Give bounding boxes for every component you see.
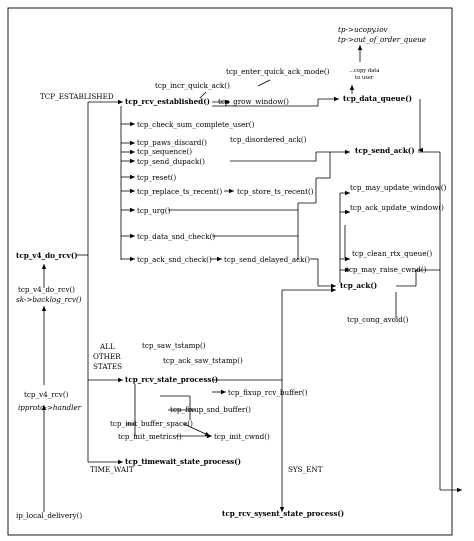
tp-out-of-order-queue: tp->out_of_order_queue (338, 35, 426, 44)
tcp-ack-snd-check: tcp_ack_snd_check() (137, 255, 212, 264)
tcp-established-label: TCP_ESTABLISHED (40, 92, 114, 101)
sk-backlog-rcv: sk->backlog_rcv() (16, 295, 82, 304)
tcp-store-ts-recent: tcp_store_ts_recent() (237, 187, 314, 196)
tcp-check-sum-complete-user: tcp_check_sum_complete_user() (137, 120, 255, 129)
tcp-sequence: tcp_sequence() (137, 147, 192, 156)
tcp-may-raise-cwnd: tcp_may_raise_cwnd() (346, 265, 427, 274)
ipproto-handler: ipproto->handler (18, 403, 82, 412)
tcp-send-delayed-ack: tcp_send_delayed_ack() (224, 255, 310, 264)
tcp-init-cwnd: tcp_init_cwnd() (214, 432, 270, 441)
tcp-data-snd-check: tcp_data_snd_check() (137, 232, 215, 241)
copy-data-note-1: ...copy data (349, 68, 379, 74)
tcp-send-ack: tcp_send_ack() (355, 146, 415, 155)
tcp-timewait-state-process: tcp_timewait_state_process() (125, 457, 241, 466)
tcp-grow-window: tcp_grow_window() (218, 97, 289, 106)
tcp-ack-saw-tstamp: tcp_ack_saw_tstamp() (163, 356, 243, 365)
copy-data-note-2: to user (355, 75, 374, 81)
tcp-ack: tcp_ack() (340, 281, 377, 290)
ip-local-delivery: ip_local_delivery() (16, 511, 82, 520)
tcp-reset: tcp_reset() (137, 173, 176, 182)
tcp-enter-quick-ack-mode: tcp_enter_quick_ack_mode() (226, 67, 330, 76)
all-label: ALL (99, 342, 115, 351)
tcp-incr-quick-ack: tcp_incr_quick_ack() (155, 81, 230, 90)
tcp-v4-rcv: tcp_v4_rcv() (24, 390, 69, 399)
tcp-ack-update-window: tcp_ack_update_window() (350, 203, 444, 212)
tcp-send-dupack: tcp_send_dupack() (137, 157, 205, 166)
connectors (41, 45, 462, 512)
tcp-cong-avoid: tcp_cong_avoid() (347, 315, 409, 324)
diagram-frame (7, 7, 453, 536)
other-label: OTHER (93, 352, 121, 361)
tcp-v4-do-rcv: tcp_v4_do_rcv() (16, 251, 78, 260)
tcp-replace-ts-recent: tcp_replace_ts_recent() (137, 187, 222, 196)
tcp-urg: tcp_urg() (137, 206, 171, 215)
tcp-paws-discard: tcp_paws_discard() (137, 138, 207, 147)
tcp-disordered-ack: tcp_disordered_ack() (230, 135, 307, 144)
tcp-v4-do-rcv-backlog: tcp_v4_do_rcv() (18, 285, 75, 294)
tcp-init-buffer-space: tcp_init_buffer_space() (110, 419, 193, 428)
time-wait-label: TIME_WAIT (90, 465, 134, 474)
tcp-init-metrics: tcp_init_metrics() (118, 432, 182, 441)
tcp-rcv-state-process: tcp_rcv_state_process() (125, 375, 218, 384)
tcp-saw-tstamp: tcp_saw_tstamp() (142, 341, 206, 350)
tcp-clean-rtx-queue: tcp_clean_rtx_queue() (352, 249, 432, 258)
tcp-data-queue: tcp_data_queue() (343, 94, 412, 103)
node-labels: tp->ucopy.iov tp->out_of_order_queue ...… (16, 25, 447, 520)
tp-ucopy-iov: tp->ucopy.iov (338, 25, 388, 34)
tcp-may-update-window: tcp_may_update_window() (350, 183, 447, 192)
sys-ent-label: SYS_ENT (288, 465, 323, 474)
tcp-rcv-established: tcp_rcv_established() (125, 97, 210, 106)
tcp-fixup-snd-buffer: tcp_fixup_snd_buffer() (170, 405, 251, 414)
tcp-rcv-sysent-state-process: tcp_rcv_sysent_state_process() (222, 509, 344, 518)
tcp-fixup-rcv-buffer: tcp_fixup_rcv_buffer() (228, 388, 308, 397)
states-label: STATES (93, 362, 122, 371)
